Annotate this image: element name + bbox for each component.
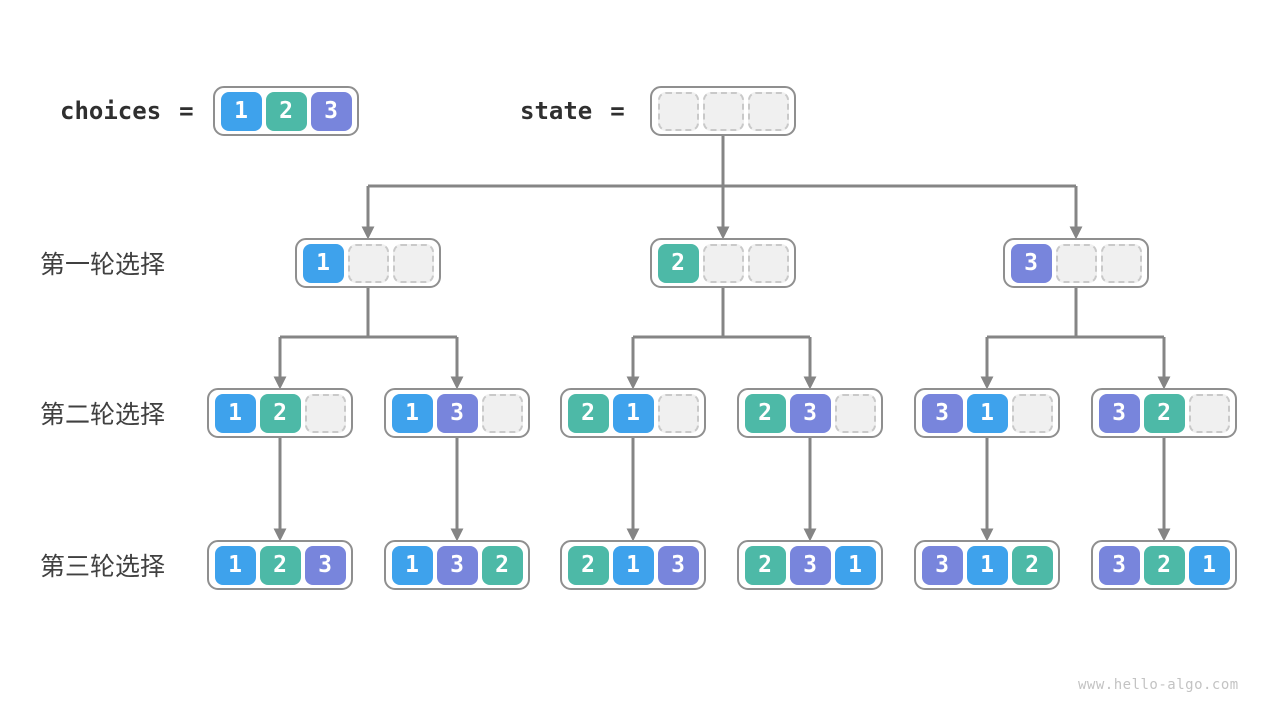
cell-value-2: 2	[744, 545, 786, 585]
cell-empty	[304, 393, 346, 433]
cell-empty	[657, 393, 699, 433]
state-box-round1-3: 3	[1003, 238, 1149, 288]
cell-value-3: 3	[789, 393, 831, 433]
cell-value-1: 1	[391, 545, 433, 585]
cell-value-2: 2	[744, 393, 786, 433]
cell-value-3: 3	[1010, 243, 1052, 283]
state-box-round1-1: 1	[295, 238, 441, 288]
cell-value-2: 2	[657, 243, 699, 283]
choices-expression: choices =	[60, 86, 194, 136]
state-expression: state =	[520, 86, 625, 136]
cell-value-2: 2	[1011, 545, 1053, 585]
cell-value-2: 2	[259, 545, 301, 585]
cell-value-1: 1	[302, 243, 344, 283]
row-label-round-2: 第二轮选择	[40, 401, 166, 429]
cell-value-3: 3	[789, 545, 831, 585]
cell-value-1: 1	[966, 545, 1008, 585]
cell-value-2: 2	[265, 91, 307, 131]
state-label: state	[520, 97, 593, 125]
cell-empty	[1100, 243, 1142, 283]
cell-value-3: 3	[436, 545, 478, 585]
row-label-round-3: 第三轮选择	[40, 553, 166, 581]
cell-empty	[702, 91, 744, 131]
cell-value-2: 2	[259, 393, 301, 433]
cell-value-3: 3	[1098, 393, 1140, 433]
cell-value-1: 1	[612, 545, 654, 585]
cell-value-1: 1	[612, 393, 654, 433]
cell-value-3: 3	[921, 393, 963, 433]
cell-value-1: 1	[214, 545, 256, 585]
cell-value-1: 1	[214, 393, 256, 433]
cell-empty	[347, 243, 389, 283]
cell-value-2: 2	[1143, 545, 1185, 585]
cell-empty	[747, 91, 789, 131]
cell-empty	[1055, 243, 1097, 283]
cell-value-3: 3	[436, 393, 478, 433]
cell-empty	[1188, 393, 1230, 433]
cell-value-3: 3	[657, 545, 699, 585]
cell-value-3: 3	[310, 91, 352, 131]
choices-equals-sign: =	[179, 97, 194, 125]
row-label-round-1: 第一轮选择	[40, 251, 166, 279]
cell-empty	[392, 243, 434, 283]
cell-value-2: 2	[1143, 393, 1185, 433]
cell-value-1: 1	[966, 393, 1008, 433]
cell-value-1: 1	[220, 91, 262, 131]
cell-value-2: 2	[567, 545, 609, 585]
cell-empty	[747, 243, 789, 283]
cell-empty	[702, 243, 744, 283]
choices-label: choices	[60, 97, 162, 125]
cell-value-3: 3	[1098, 545, 1140, 585]
cell-empty	[1011, 393, 1053, 433]
cell-value-1: 1	[1188, 545, 1230, 585]
watermark: www.hello-algo.com	[1078, 677, 1239, 693]
cell-value-1: 1	[834, 545, 876, 585]
cell-value-3: 3	[921, 545, 963, 585]
state-equals-sign: =	[610, 97, 625, 125]
cell-value-2: 2	[481, 545, 523, 585]
state-box-initial	[650, 86, 796, 136]
cell-value-2: 2	[567, 393, 609, 433]
cell-empty	[834, 393, 876, 433]
state-box-round1-2: 2	[650, 238, 796, 288]
cell-empty	[657, 91, 699, 131]
cell-value-3: 3	[304, 545, 346, 585]
cell-value-1: 1	[391, 393, 433, 433]
cell-empty	[481, 393, 523, 433]
